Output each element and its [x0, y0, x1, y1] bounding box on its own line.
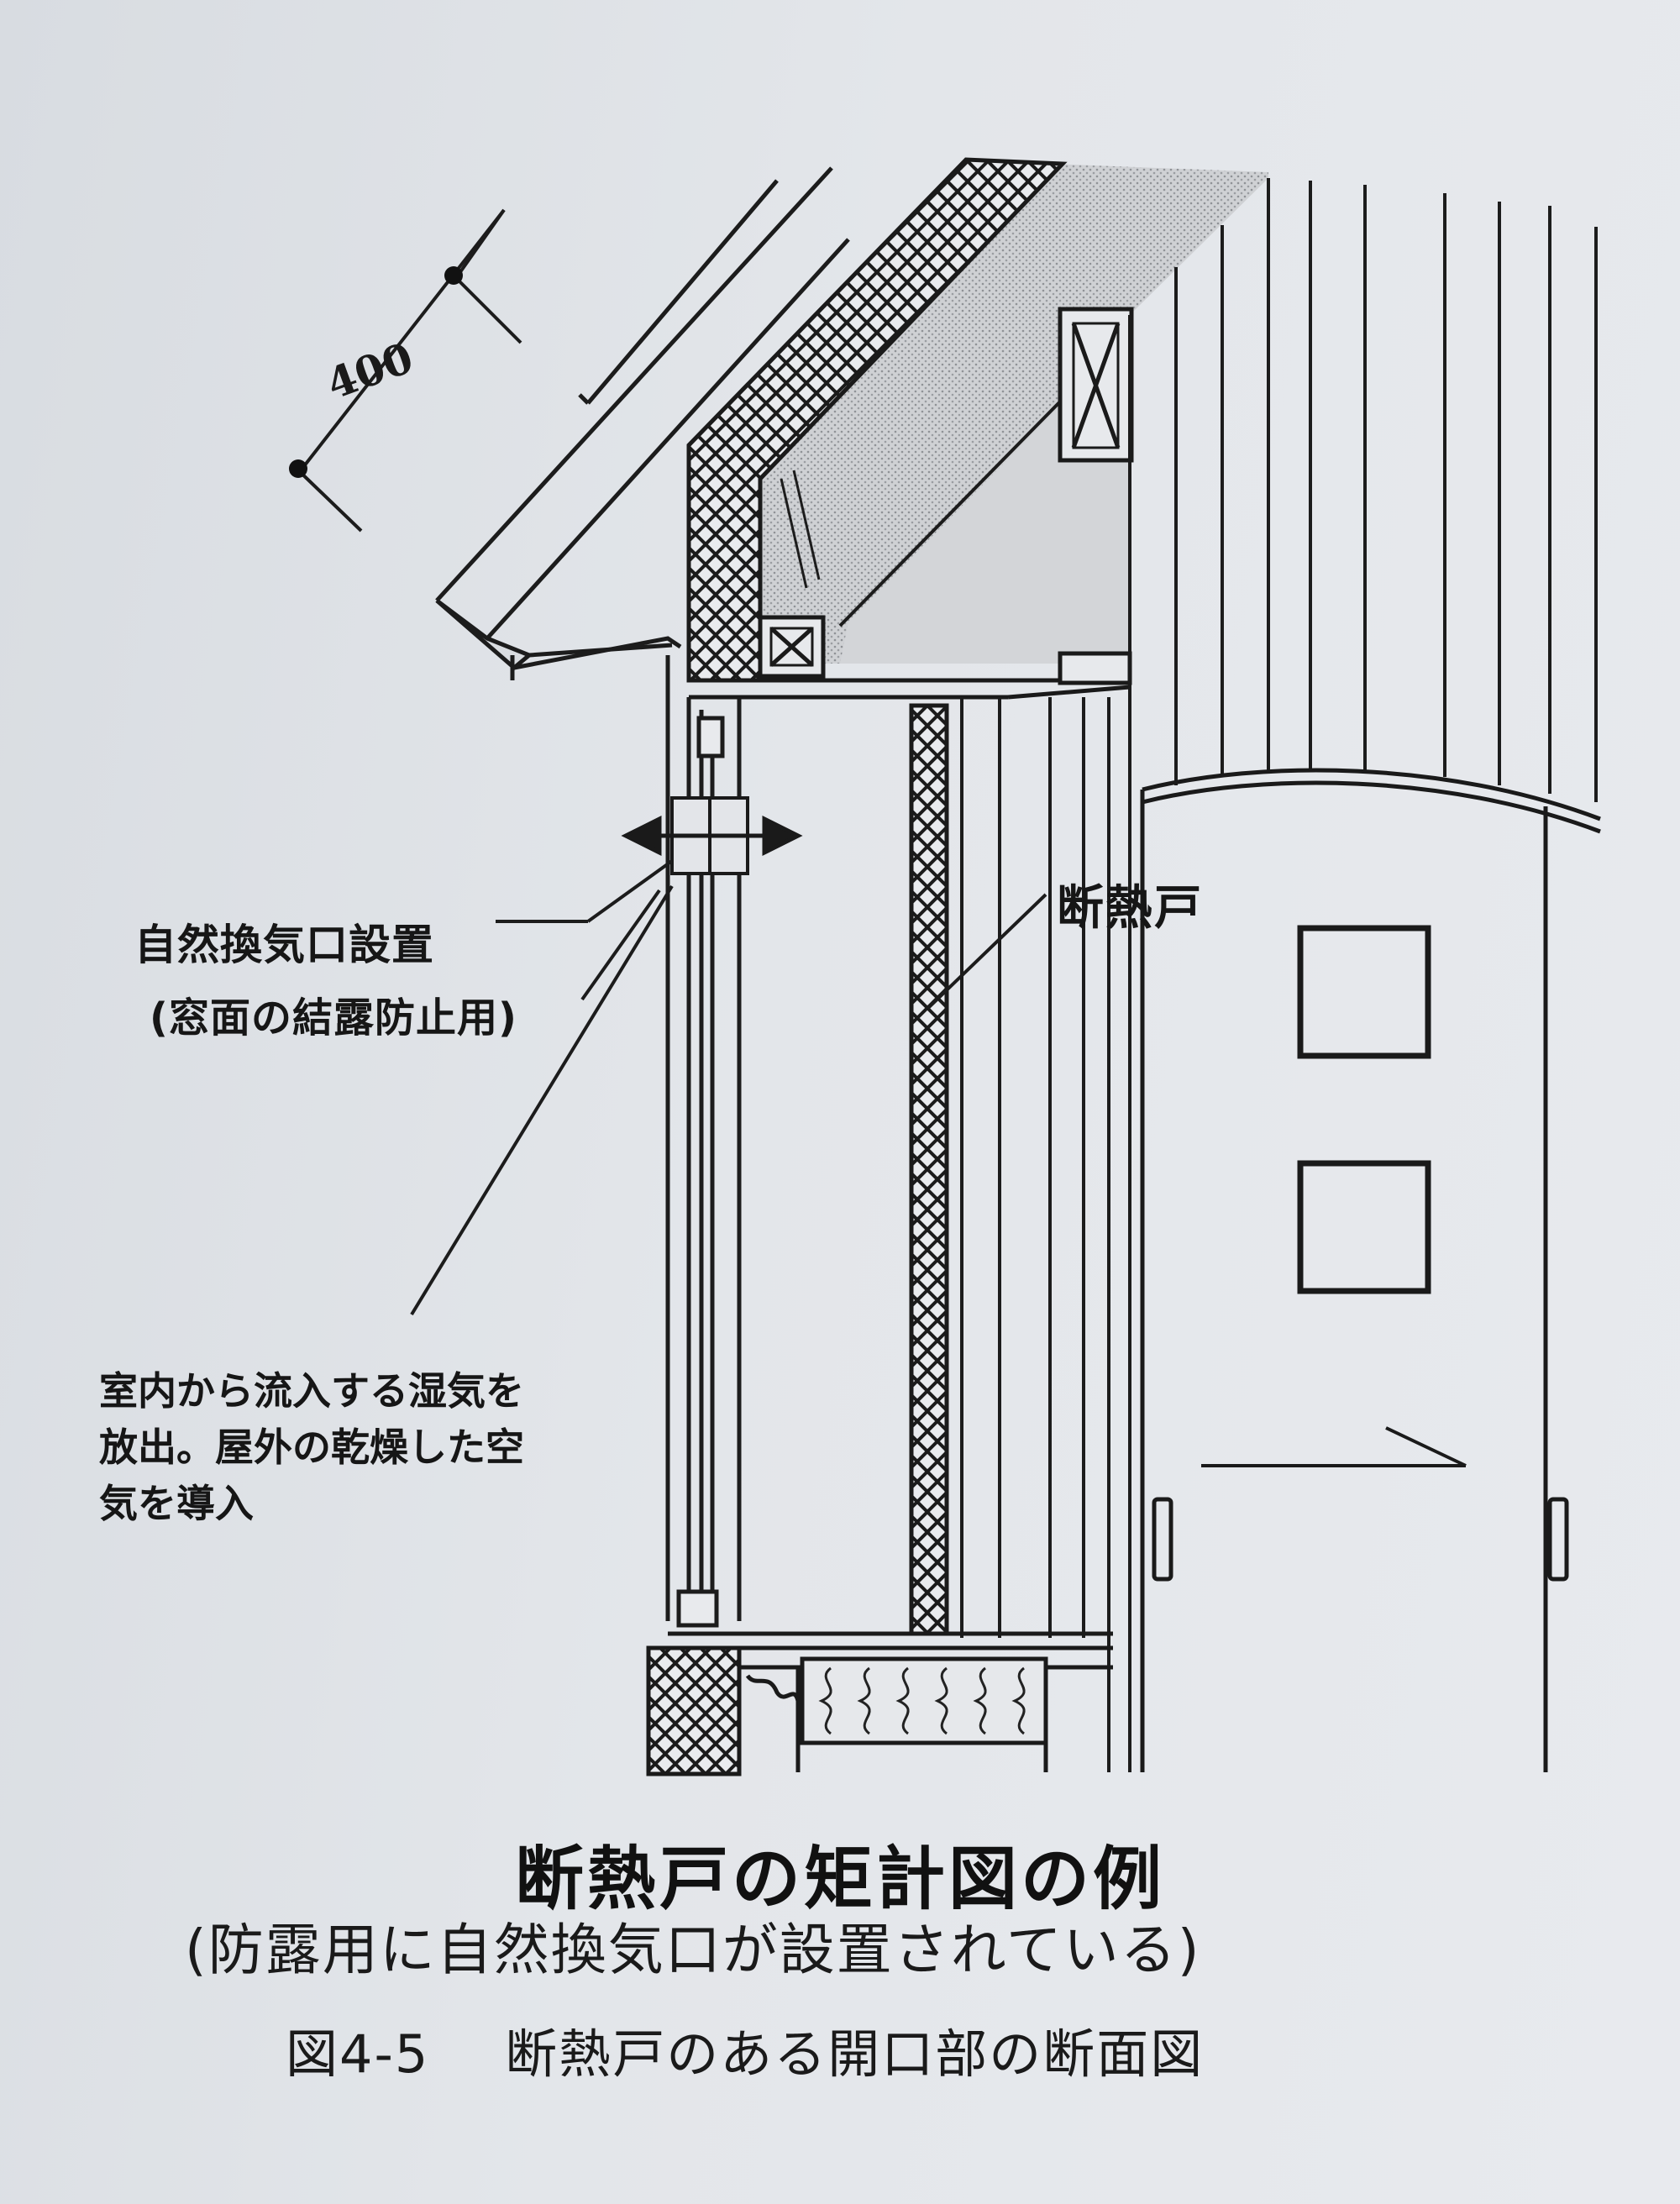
insulated-door-label: 断熱戸 [1057, 881, 1203, 936]
attic-insulation-fill [760, 164, 1268, 664]
sliding-door [1140, 768, 1601, 1772]
figure-caption: 図4-5 断熱戸のある開口部の断面図 [286, 2012, 1204, 2087]
interior-wall-boards [1128, 178, 1598, 1772]
caption-title: 断熱戸の矩計図の例 [514, 1839, 1165, 1919]
moisture-note: 室内から流入する湿気を 放出。屋外の乾燥した空 気を導入 [99, 1363, 687, 1532]
roof-eave [435, 166, 850, 680]
insulated-door-panel [909, 703, 949, 1636]
door-jamb-lines [960, 697, 1110, 1772]
caption-subtitle: (防露用に自然換気口が設置されている) [185, 1918, 1201, 1982]
dimension-dot-bottom [289, 459, 307, 478]
attic-ceiling-void [840, 370, 1130, 664]
beam-member-left [758, 615, 826, 679]
leader-lines [410, 859, 1047, 1316]
dimension-line [292, 208, 522, 533]
vent-airflow-arrow [621, 815, 803, 857]
figure-number: 図4-5 [286, 2023, 430, 2085]
moisture-note-line-3: 気を導入 [99, 1481, 254, 1526]
section-drawing [289, 157, 1601, 1776]
moisture-note-line-1: 室内から流入する湿気を [99, 1368, 524, 1414]
dimension-dot-top [444, 266, 463, 285]
vent-purpose-label: (窓面の結露防止用) [150, 994, 517, 1042]
moisture-note-line-2: 放出。屋外の乾燥した空 [99, 1425, 524, 1470]
vent-label: 自然換気口設置 [134, 921, 434, 969]
floor-structure [646, 1631, 1113, 1776]
attic-slope-line [838, 393, 1068, 627]
beam-member-right [1058, 307, 1134, 463]
figure-title: 断熱戸のある開口部の断面図 [505, 2023, 1205, 2085]
window-hinge-line [780, 478, 808, 589]
window-hinge-line-2 [792, 470, 821, 580]
